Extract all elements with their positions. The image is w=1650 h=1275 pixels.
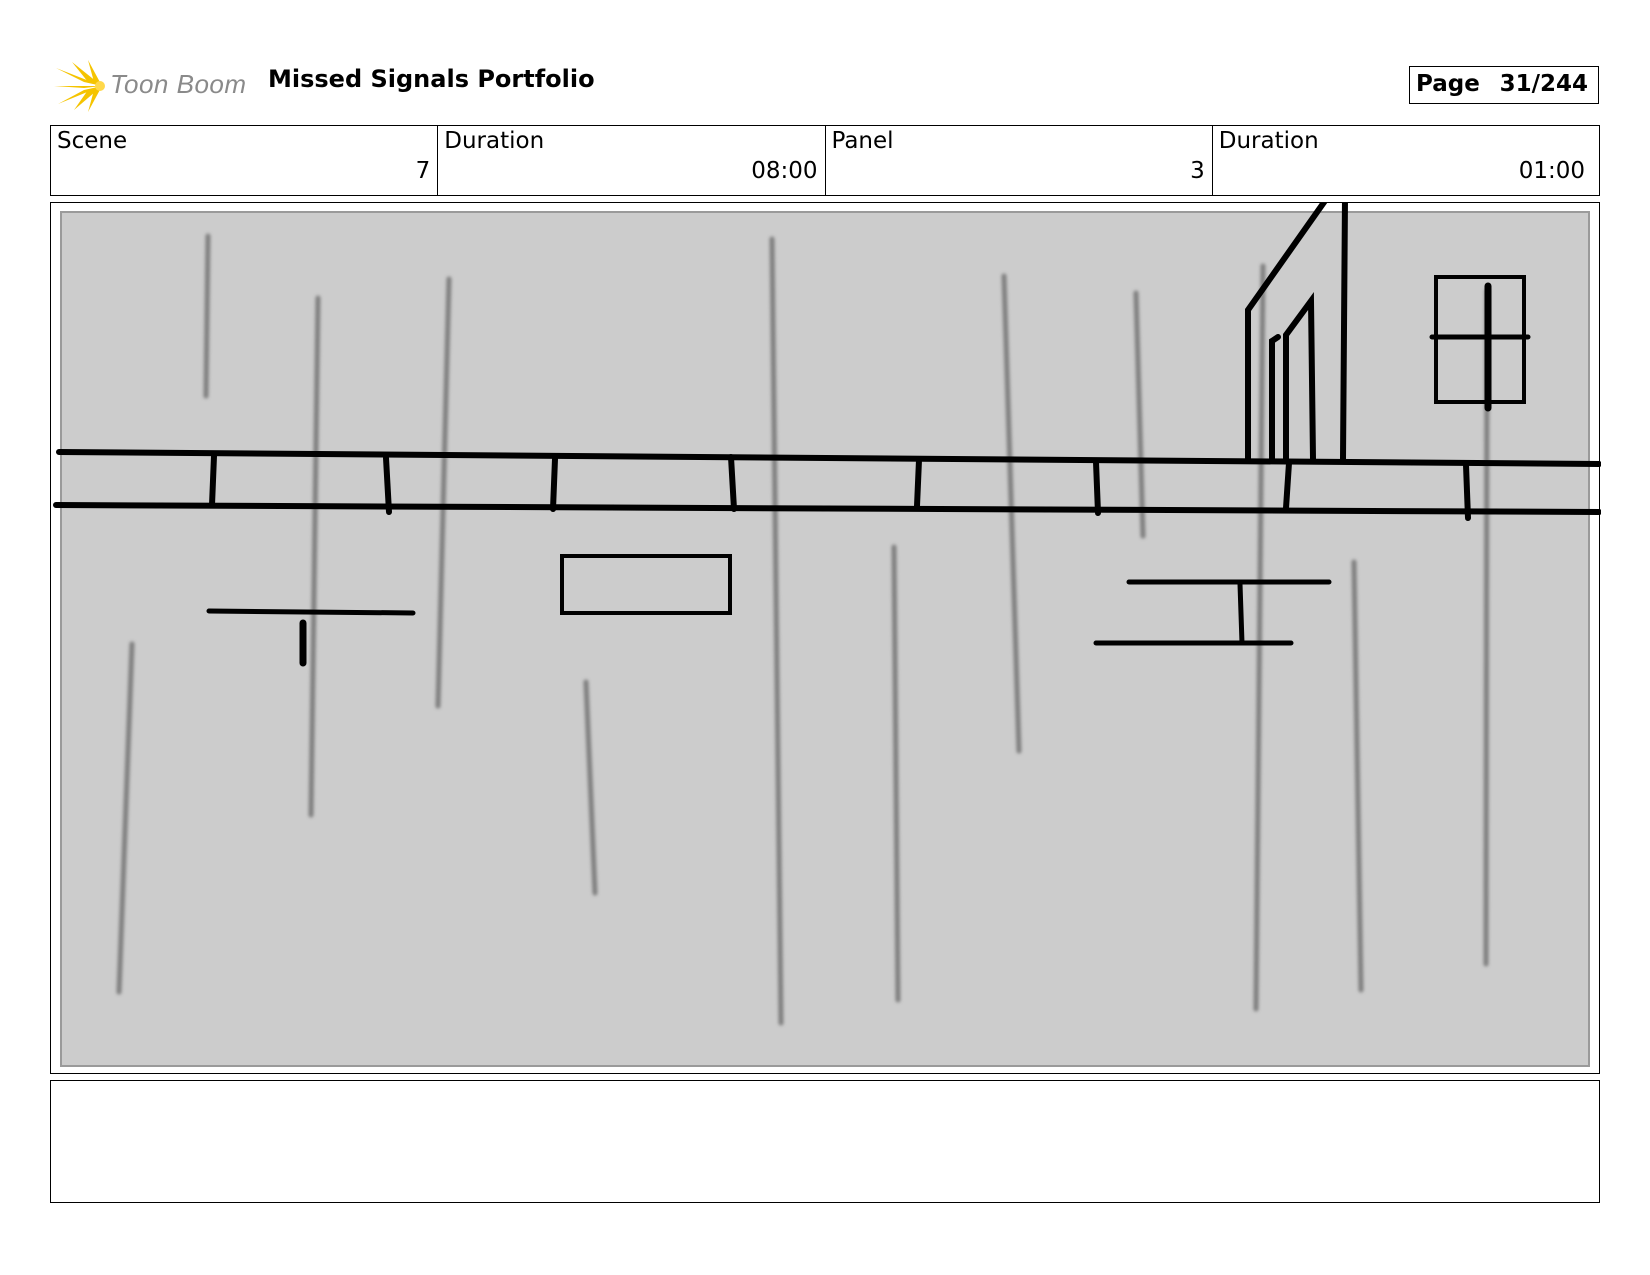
page-label: Page [1416, 71, 1480, 97]
panel-notes-box [50, 1080, 1600, 1203]
document-title: Missed Signals Portfolio [268, 65, 595, 93]
panel-duration-label: Duration [1218, 128, 1319, 154]
logo-wordmark: Toon Boom [110, 69, 247, 99]
rain-streaks [116, 233, 1490, 1026]
scene-cell: Scene 7 [51, 126, 439, 195]
panel-duration-cell: Duration 01:00 [1213, 126, 1599, 195]
page-indicator: Page 31/244 [1409, 66, 1599, 104]
panel-label: Panel [831, 128, 894, 154]
panel-sketch [53, 203, 1601, 1067]
panel-value: 3 [1190, 158, 1205, 184]
scene-label: Scene [57, 128, 128, 154]
starburst-icon [54, 60, 105, 112]
panel-duration-value: 01:00 [1518, 158, 1585, 184]
panel-cell: Panel 3 [826, 126, 1213, 195]
toon-boom-logo: Toon Boom [54, 58, 254, 114]
railing-sketch [53, 449, 1601, 521]
storyboard-panel [50, 202, 1601, 1074]
window-sketch [1429, 275, 1531, 412]
scene-info-row: Scene 7 Duration 08:00 Panel 3 Duration … [50, 125, 1600, 196]
scene-duration-cell: Duration 08:00 [438, 126, 826, 195]
scene-duration-value: 08:00 [751, 158, 818, 184]
scene-duration-label: Duration [444, 128, 545, 154]
page-number: 31/244 [1499, 71, 1588, 97]
ground-objects-sketch [206, 554, 1332, 667]
door-sketch [1245, 203, 1348, 462]
scene-value: 7 [415, 158, 431, 184]
